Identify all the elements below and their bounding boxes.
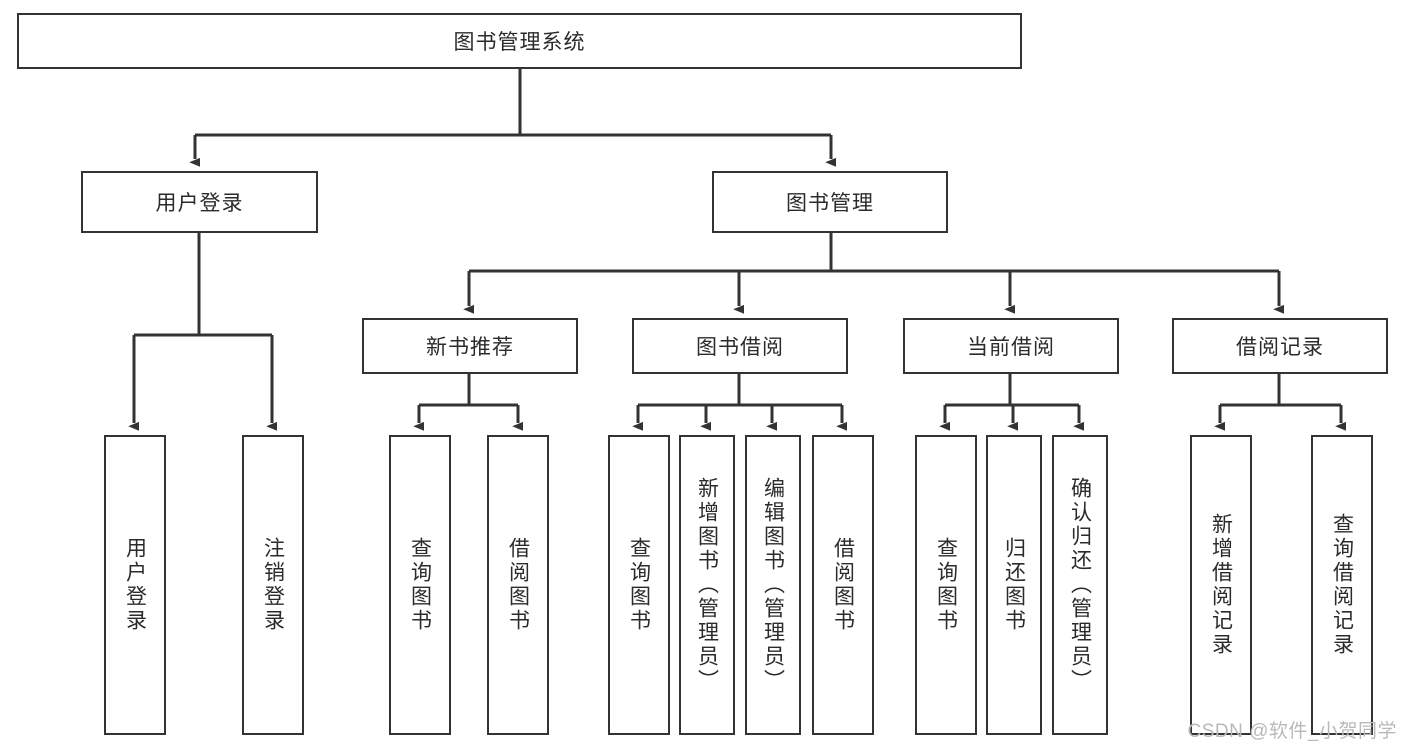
node-leaf-add-book-label: 新增图书（管理员） bbox=[695, 477, 719, 693]
node-user-login-label: 用户登录 bbox=[155, 192, 244, 215]
node-leaf-borrow-book-1[interactable]: 借阅图书 bbox=[487, 435, 549, 735]
node-leaf-query-book-2[interactable]: 查询图书 bbox=[608, 435, 670, 735]
node-book-manage-label: 图书管理 bbox=[786, 192, 874, 215]
node-root[interactable]: 图书管理系统 bbox=[17, 13, 1022, 69]
node-leaf-confirm-return-label: 确认归还（管理员） bbox=[1068, 477, 1092, 693]
node-leaf-query-record-label: 查询借阅记录 bbox=[1330, 513, 1354, 657]
node-leaf-query-book-1-label: 查询图书 bbox=[408, 537, 432, 633]
node-leaf-user-login-label: 用户登录 bbox=[123, 537, 147, 633]
node-leaf-edit-book[interactable]: 编辑图书（管理员） bbox=[745, 435, 801, 735]
node-leaf-return-book-label: 归还图书 bbox=[1002, 537, 1026, 633]
node-book-manage[interactable]: 图书管理 bbox=[712, 171, 948, 233]
node-leaf-add-record-label: 新增借阅记录 bbox=[1209, 513, 1233, 657]
node-leaf-logout-label: 注销登录 bbox=[261, 537, 285, 633]
node-leaf-query-record[interactable]: 查询借阅记录 bbox=[1311, 435, 1373, 735]
node-user-login[interactable]: 用户登录 bbox=[81, 171, 318, 233]
node-new-book-recommend-label: 新书推荐 bbox=[426, 336, 514, 359]
node-leaf-add-record[interactable]: 新增借阅记录 bbox=[1190, 435, 1252, 735]
node-leaf-logout[interactable]: 注销登录 bbox=[242, 435, 304, 735]
node-leaf-confirm-return[interactable]: 确认归还（管理员） bbox=[1052, 435, 1108, 735]
node-book-borrow[interactable]: 图书借阅 bbox=[632, 318, 848, 374]
watermark: CSDN @软件_小贺同学 bbox=[1187, 721, 1397, 742]
node-borrow-record[interactable]: 借阅记录 bbox=[1172, 318, 1388, 374]
node-leaf-borrow-book-1-label: 借阅图书 bbox=[506, 537, 530, 633]
node-new-book-recommend[interactable]: 新书推荐 bbox=[362, 318, 578, 374]
node-current-borrow-label: 当前借阅 bbox=[967, 336, 1055, 359]
node-leaf-query-book-1[interactable]: 查询图书 bbox=[389, 435, 451, 735]
node-leaf-query-book-3-label: 查询图书 bbox=[934, 537, 958, 633]
node-leaf-query-book-2-label: 查询图书 bbox=[627, 537, 651, 633]
node-leaf-borrow-book-2[interactable]: 借阅图书 bbox=[812, 435, 874, 735]
node-leaf-return-book[interactable]: 归还图书 bbox=[986, 435, 1042, 735]
node-leaf-edit-book-label: 编辑图书（管理员） bbox=[761, 477, 785, 693]
node-leaf-add-book[interactable]: 新增图书（管理员） bbox=[679, 435, 735, 735]
node-leaf-borrow-book-2-label: 借阅图书 bbox=[831, 537, 855, 633]
node-leaf-query-book-3[interactable]: 查询图书 bbox=[915, 435, 977, 735]
node-book-borrow-label: 图书借阅 bbox=[696, 336, 784, 359]
node-root-label: 图书管理系统 bbox=[453, 31, 586, 54]
node-leaf-user-login[interactable]: 用户登录 bbox=[104, 435, 166, 735]
node-borrow-record-label: 借阅记录 bbox=[1236, 336, 1324, 359]
node-current-borrow[interactable]: 当前借阅 bbox=[903, 318, 1119, 374]
